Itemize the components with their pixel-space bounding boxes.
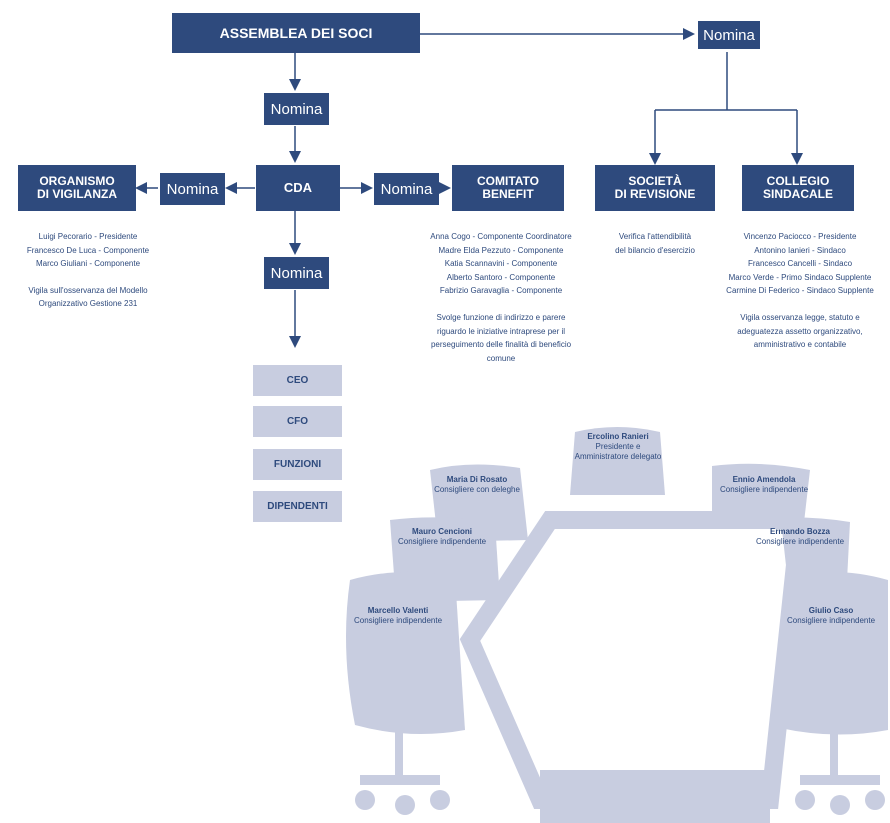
- assemblea-soci-label: ASSEMBLEA DEI SOCI: [219, 24, 373, 41]
- funzioni-label: FUNZIONI: [273, 459, 322, 470]
- member-line: Marco Verde - Primo Sindaco Supplente: [728, 272, 872, 282]
- member-line: Francesco De Luca - Componente: [26, 245, 150, 255]
- societa-title-1: SOCIETÀ: [628, 174, 682, 189]
- collegio-box: COLLEGIO SINDACALE: [742, 165, 854, 211]
- societa-title-2: DI REVISIONE: [614, 187, 696, 201]
- funzioni-box: FUNZIONI: [253, 449, 342, 480]
- board-seat-caso: Giulio Caso Consigliere indipendente: [774, 606, 888, 626]
- description-line: Svolge funzione di indirizzo e parere: [436, 312, 566, 322]
- member-line: Anna Cogo - Componente Coordinatore: [430, 232, 572, 241]
- description-line: Verifica l'attendibilità: [618, 232, 692, 241]
- description-line: Vigila osservanza legge, statuto e: [740, 312, 860, 322]
- description-line: riguardo le iniziative intraprese per il: [436, 326, 566, 336]
- board-member-name: Mauro Cencioni: [411, 527, 472, 536]
- board-member-name: Ennio Amendola: [732, 475, 796, 484]
- description-line: adeguatezza assetto organizzativo,: [737, 326, 863, 336]
- board-member-role: Consigliere indipendente: [755, 537, 845, 546]
- ceo-box: CEO: [253, 365, 342, 396]
- collegio-details: Vincenzo Paciocco - Presidente Antonino …: [712, 230, 888, 352]
- description-line: Vigila sull'osservanza del Modello: [28, 285, 148, 295]
- societa-box: SOCIETÀ DI REVISIONE: [595, 165, 715, 211]
- societa-details: Verifica l'attendibilità del bilancio d'…: [590, 230, 720, 257]
- dipendenti-box: DIPENDENTI: [253, 491, 342, 522]
- description-line: Organizzativo Gestione 231: [38, 299, 138, 309]
- assemblea-soci-box: ASSEMBLEA DEI SOCI: [172, 13, 420, 53]
- member-line: Vincenzo Paciocco - Presidente: [743, 232, 857, 241]
- member-line: Marco Giuliani - Componente: [35, 259, 141, 269]
- comitato-details: Anna Cogo - Componente Coordinatore Madr…: [408, 230, 594, 365]
- collegio-title-1: COLLEGIO: [766, 174, 830, 189]
- board-member-name: Ermando Bozza: [769, 527, 830, 536]
- organismo-title-1: ORGANISMO: [39, 174, 115, 189]
- organismo-box: ORGANISMO DI VIGILANZA: [18, 165, 136, 211]
- comitato-title-1: COMITATO: [477, 174, 539, 189]
- organismo-title-2: DI VIGILANZA: [37, 187, 117, 201]
- member-line: Fabrizio Garavaglia - Componente: [439, 286, 563, 296]
- board-member-role: Consigliere indipendente: [397, 537, 487, 546]
- board-seat-di-rosato: Maria Di Rosato Consigliere con deleghe: [418, 475, 536, 495]
- board-member-role: Consigliere con deleghe: [434, 485, 520, 494]
- board-member-name: Ercolino Ranieri: [587, 432, 649, 441]
- member-line: Luigi Pecorario - Presidente: [38, 232, 138, 241]
- board-member-role: Consigliere indipendente: [719, 485, 809, 494]
- nomina-box-cda: Nomina: [264, 93, 329, 125]
- description-line: perseguimento delle finalità di benefici…: [430, 340, 572, 350]
- dipendenti-label: DIPENDENTI: [267, 501, 328, 512]
- board-seat-valenti: Marcello Valenti Consigliere indipendent…: [338, 606, 458, 626]
- cfo-box: CFO: [253, 406, 342, 437]
- cda-label: CDA: [283, 180, 313, 196]
- board-member-role: Amministratore delegato: [574, 452, 662, 461]
- ceo-label: CEO: [286, 375, 309, 386]
- board-member-name: Marcello Valenti: [367, 606, 429, 615]
- description-line: comune: [486, 353, 516, 363]
- cfo-label: CFO: [286, 416, 309, 427]
- board-seat-amendola: Ennio Amendola Consigliere indipendente: [705, 475, 823, 495]
- cda-box: CDA: [256, 165, 340, 211]
- member-line: Katia Scannavini - Componente: [444, 259, 558, 269]
- board-seat-bozza: Ermando Bozza Consigliere indipendente: [740, 527, 860, 547]
- board-member-role: Consigliere indipendente: [353, 616, 443, 625]
- nomina-box-comitato: Nomina: [374, 173, 439, 205]
- collegio-title-2: SINDACALE: [762, 187, 833, 201]
- member-line: Carmine Di Federico - Sindaco Supplente: [726, 286, 874, 296]
- description-line: amministrativo e contabile: [753, 340, 847, 350]
- board-member-role: Presidente e: [595, 442, 641, 451]
- nomina-label: Nomina: [270, 100, 323, 118]
- nomina-box-organismo: Nomina: [160, 173, 225, 205]
- nomina-box-management: Nomina: [264, 257, 329, 289]
- member-line: Alberto Santoro - Componente: [446, 272, 556, 282]
- member-line: Francesco Cancelli - Sindaco: [747, 259, 853, 269]
- board-member-name: Maria Di Rosato: [446, 475, 508, 484]
- nomina-label: Nomina: [166, 180, 219, 198]
- nomina-label: Nomina: [270, 264, 323, 282]
- nomina-box-top-right: Nomina: [698, 21, 760, 49]
- board-seat-ranieri: Ercolino Ranieri Presidente e Amministra…: [558, 432, 678, 462]
- comitato-box: COMITATO BENEFIT: [452, 165, 564, 211]
- nomina-label: Nomina: [703, 26, 755, 44]
- organismo-details: Luigi Pecorario - Presidente Francesco D…: [0, 230, 176, 311]
- member-line: Antonino Ianieri - Sindaco: [754, 245, 846, 255]
- member-line: Madre Elda Pezzuto - Componente: [438, 245, 564, 255]
- description-line: del bilancio d'esercizio: [615, 245, 695, 255]
- board-member-role: Consigliere indipendente: [786, 616, 876, 625]
- nomina-label: Nomina: [380, 180, 433, 198]
- board-seat-cencioni: Mauro Cencioni Consigliere indipendente: [382, 527, 502, 547]
- board-member-name: Giulio Caso: [808, 606, 854, 615]
- comitato-title-2: BENEFIT: [482, 187, 534, 201]
